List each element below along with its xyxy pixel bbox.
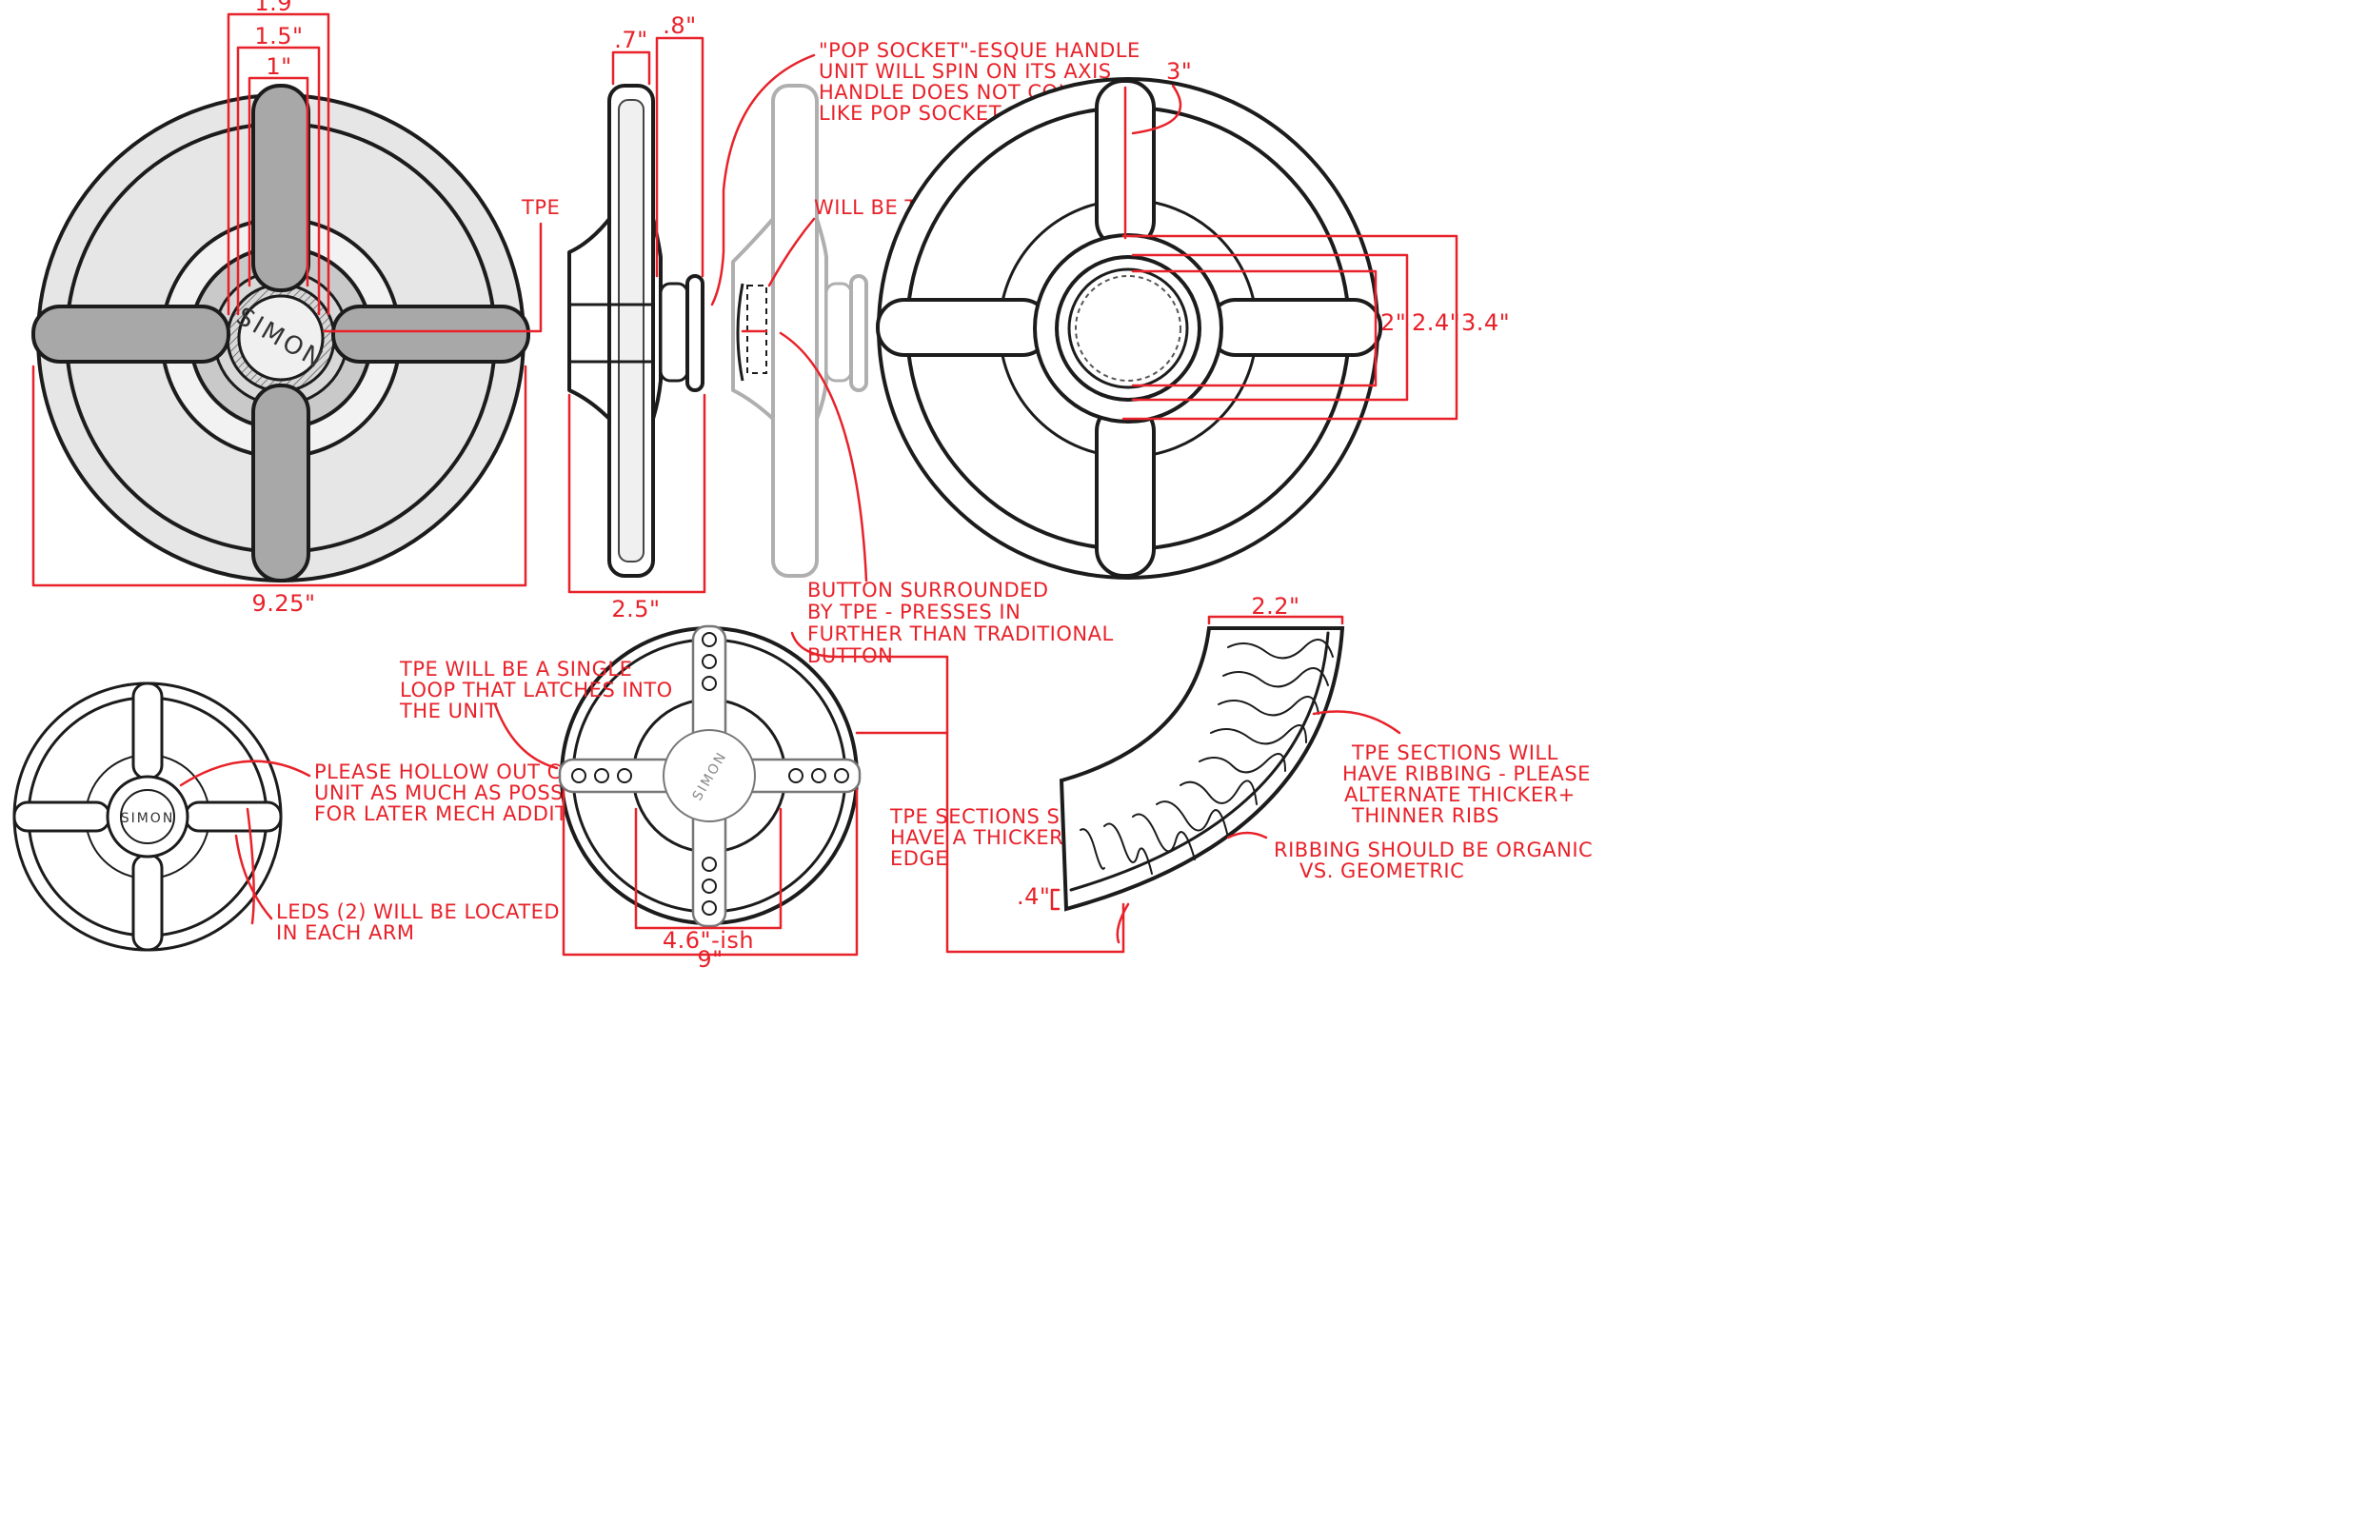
dim-arm-length: 3": [1166, 58, 1192, 85]
note-tpe-loop: TPE WILL BE A SINGLE LOOP THAT LATCHES I…: [399, 658, 673, 722]
svg-text:THE UNIT: THE UNIT: [399, 700, 498, 722]
small-logo: SIMON: [121, 811, 175, 826]
svg-text:VS. GEOMETRIC: VS. GEOMETRIC: [1299, 859, 1464, 882]
dim-segment-edge: .4": [1017, 883, 1050, 910]
svg-text:TPE WILL BE A SINGLE: TPE WILL BE A SINGLE: [399, 658, 632, 681]
svg-text:LEDS (2) WILL BE LOCATED: LEDS (2) WILL BE LOCATED: [276, 900, 560, 923]
note-button-tpe: BUTTON SURROUNDED BY TPE - PRESSES IN FU…: [807, 579, 1114, 667]
note-ribbing: TPE SECTIONS WILL HAVE RIBBING - PLEASE …: [1342, 741, 1591, 827]
front-dimensions: [31, 12, 543, 587]
dim-front-top-inner: 1": [266, 53, 291, 80]
dim-front-top-mid: 1.5": [254, 23, 303, 49]
dim-side-arm-thickness: .7": [614, 27, 647, 53]
side-dimensions: [567, 36, 868, 594]
dim-side-depth: 2.5": [611, 596, 660, 622]
svg-text:BY TPE - PRESSES IN: BY TPE - PRESSES IN: [807, 601, 1021, 623]
svg-text:LIKE POP SOCKET: LIKE POP SOCKET: [819, 102, 1002, 125]
side-view: [567, 84, 868, 578]
dim-front-width: 9.25": [252, 590, 316, 617]
note-pop-socket: "POP SOCKET"-ESQUE HANDLE UNIT WILL SPIN…: [819, 39, 1140, 125]
note-organic: RIBBING SHOULD BE ORGANIC VS. GEOMETRIC: [1274, 839, 1593, 882]
svg-text:BUTTON SURROUNDED: BUTTON SURROUNDED: [807, 579, 1049, 602]
front-view-shaded: SIMON: [31, 84, 530, 582]
dim-segment-width: 2.2": [1251, 593, 1299, 620]
segment-dimensions: [1050, 615, 1401, 944]
dim-hub-34: 3.4": [1461, 309, 1510, 336]
svg-text:UNIT WILL SPIN ON ITS AXIS: UNIT WILL SPIN ON ITS AXIS: [819, 60, 1112, 83]
small-front-view: SIMON: [12, 681, 283, 952]
svg-text:FURTHER THAN TRADITIONAL: FURTHER THAN TRADITIONAL: [807, 622, 1114, 645]
dim-bottom-total: 9": [697, 946, 723, 973]
loop-view-dimensions: [493, 631, 1125, 957]
svg-text:THINNER RIBS: THINNER RIBS: [1351, 804, 1499, 827]
svg-text:LOOP THAT LATCHES INTO: LOOP THAT LATCHES INTO: [400, 679, 673, 701]
svg-text:EDGE: EDGE: [890, 847, 948, 870]
svg-text:RIBBING SHOULD BE ORGANIC: RIBBING SHOULD BE ORGANIC: [1274, 839, 1593, 861]
small-view-leaders: [179, 760, 311, 925]
dim-side-knob: .8": [663, 12, 696, 39]
svg-text:IN EACH ARM: IN EACH ARM: [276, 921, 415, 944]
svg-text:UNIT AS MUCH AS POSSIBLE: UNIT AS MUCH AS POSSIBLE: [314, 781, 609, 804]
back-dimensions: [1121, 84, 1458, 421]
note-leds: LEDS (2) WILL BE LOCATED IN EACH ARM: [276, 900, 560, 944]
dim-bottom-inner: 4.6"-ish: [663, 927, 754, 954]
svg-text:"POP SOCKET"-ESQUE HANDLE: "POP SOCKET"-ESQUE HANDLE: [819, 39, 1140, 62]
dim-front-top-outer: 1.9": [254, 0, 303, 16]
svg-text:ALTERNATE THICKER+: ALTERNATE THICKER+: [1344, 783, 1576, 806]
svg-text:TPE SECTIONS WILL: TPE SECTIONS WILL: [1351, 741, 1558, 764]
back-view: [876, 77, 1382, 580]
tpe-segment-detail: [1059, 626, 1345, 912]
note-tpe: TPE: [521, 196, 560, 219]
dim-hub-2: 2": [1380, 309, 1406, 336]
dim-hub-24: 2.4": [1412, 309, 1460, 336]
svg-text:HAVE RIBBING - PLEASE: HAVE RIBBING - PLEASE: [1342, 762, 1591, 785]
